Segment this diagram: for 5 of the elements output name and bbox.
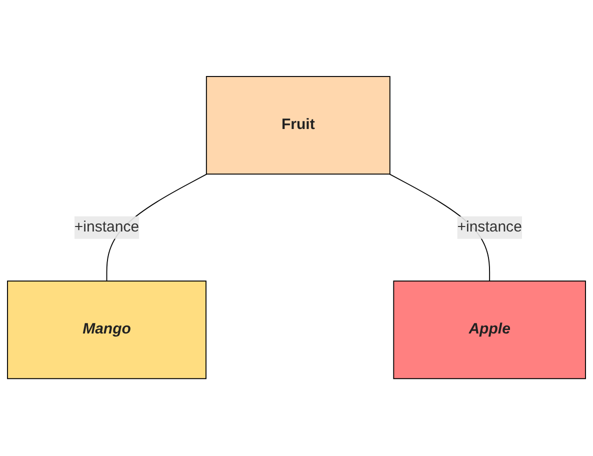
node-box: Fruit (206, 76, 390, 175)
edge-label: +instance (74, 220, 140, 236)
node-box: Apple (393, 281, 586, 380)
node-box: Mango (7, 281, 206, 380)
edge-label: +instance (457, 220, 522, 236)
